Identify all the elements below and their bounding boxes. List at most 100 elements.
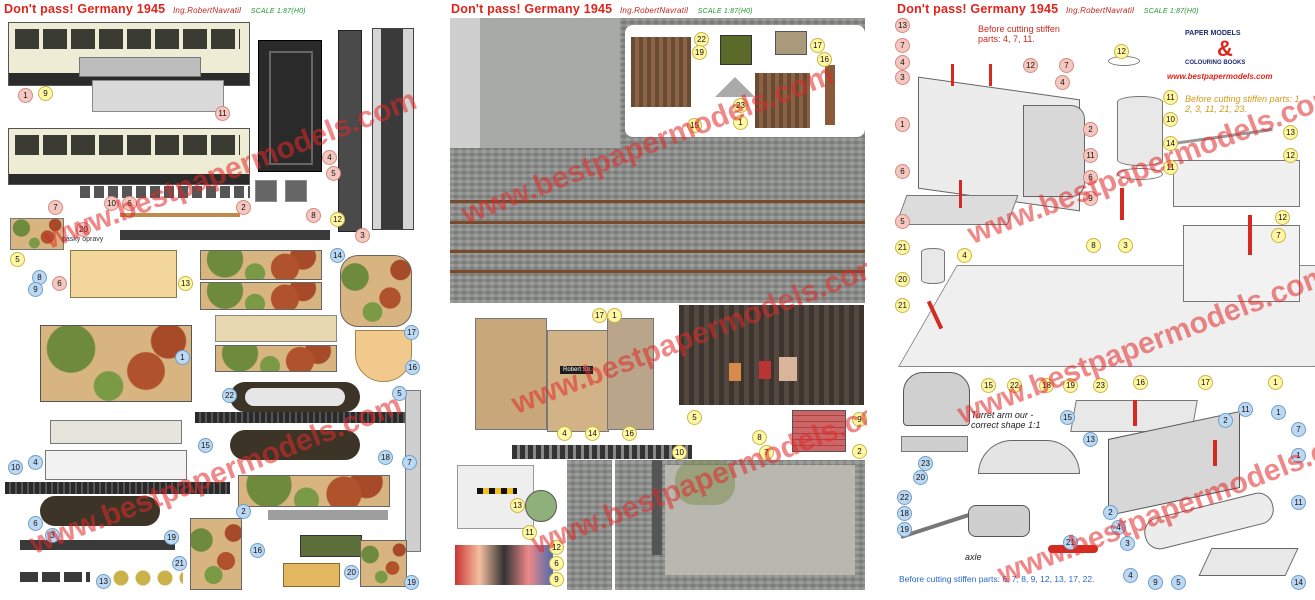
sheet-3-header: Don't pass! Germany 1945 Ing.RobertNavra…	[897, 2, 1199, 16]
logo-line-1: PAPER MODELS	[1185, 30, 1241, 37]
tank-stowage-camo	[360, 540, 407, 587]
part-number: 18	[378, 450, 393, 465]
tank-glacis	[45, 450, 187, 480]
track-bits-bottom	[20, 572, 90, 582]
part-number: 5	[687, 410, 702, 425]
part-number: 4	[28, 455, 43, 470]
part-number: 5	[1171, 575, 1186, 590]
part-number: 2	[236, 504, 251, 519]
part-number: 16	[817, 52, 832, 67]
lamp-pole	[652, 460, 662, 555]
part-number: 2	[852, 444, 867, 459]
part-number: 1	[895, 117, 910, 132]
part-number: 5	[326, 166, 341, 181]
assembly-arrow	[989, 64, 992, 86]
cylinder-body	[1117, 96, 1163, 166]
tram-side-upper	[8, 22, 250, 86]
part-number: 11	[1291, 495, 1306, 510]
part-number: 19	[692, 45, 707, 60]
part-number: 11	[522, 525, 537, 540]
assembly-arrow	[1213, 440, 1217, 466]
part-number: 11	[1163, 90, 1178, 105]
part-number: 16	[1133, 375, 1148, 390]
part-number: 19	[404, 575, 419, 590]
part-number: 12	[1114, 44, 1129, 59]
part-number: 7	[48, 200, 63, 215]
part-number: 22	[222, 388, 237, 403]
plank-panel	[755, 73, 810, 128]
road-wheel-row	[113, 570, 183, 586]
sheet-3-title: Don't pass! Germany 1945	[897, 2, 1059, 16]
track-wheels-2	[40, 496, 160, 526]
turret-base-disc	[355, 330, 412, 382]
tram-small-parts	[80, 186, 250, 198]
part-number: 16	[622, 426, 637, 441]
tram-roof-grey-panel	[92, 80, 224, 112]
sheet-2-street-and-buildings: Don't pass! Germany 1945 Ing.RobertNavra…	[447, 0, 867, 600]
camo-repair-strips	[10, 218, 64, 250]
tram-bogie-part-b	[285, 180, 307, 202]
part-number: 1	[1271, 405, 1286, 420]
part-number: 4	[1111, 520, 1126, 535]
tank-side-camo-2	[200, 282, 322, 310]
tank-turret-arm-flat	[901, 436, 968, 452]
part-number: 12	[1023, 58, 1038, 73]
track-strip-upper	[120, 230, 330, 240]
tank-side-camo-3	[215, 345, 337, 372]
wooden-fence-wall	[679, 305, 864, 405]
sheet-3-scale: SCALE 1:87(H0)	[1143, 8, 1199, 15]
part-number: 14	[585, 426, 600, 441]
part-number: 18	[897, 506, 912, 521]
part-number: 1	[1291, 448, 1306, 463]
tram-rail-2	[450, 221, 865, 224]
part-number: 2	[1083, 122, 1098, 137]
part-number: 4	[1123, 568, 1138, 583]
part-number: 22	[897, 490, 912, 505]
part-number: 9	[28, 282, 43, 297]
assembly-arrow	[1120, 188, 1124, 220]
part-number: 3	[1118, 238, 1133, 253]
part-number: 15	[687, 118, 702, 133]
track-segment	[512, 445, 692, 459]
tram-pantograph-strip	[372, 28, 414, 230]
part-number: 3	[45, 528, 60, 543]
track-run-1	[230, 382, 360, 412]
part-number: 9	[1148, 575, 1163, 590]
part-number: 21	[1063, 535, 1078, 550]
part-number: 21	[895, 240, 910, 255]
part-number: 13	[510, 498, 525, 513]
green-box	[720, 35, 752, 65]
sheet-2-header: Don't pass! Germany 1945 Ing.RobertNavra…	[451, 2, 753, 16]
part-number: 2	[1218, 413, 1233, 428]
track-strip-bottom	[20, 540, 175, 550]
part-number: 13	[178, 276, 193, 291]
crate-panel	[631, 37, 691, 107]
part-number: 17	[810, 38, 825, 53]
sheet-1-title: Don't pass! Germany 1945	[4, 2, 166, 16]
poster-strip	[455, 545, 553, 585]
part-number: 18	[1039, 378, 1054, 393]
part-number: 15	[198, 438, 213, 453]
part-number: 9	[38, 86, 53, 101]
part-number: 23	[1093, 378, 1108, 393]
sheet-2-scale: SCALE 1:87(H0)	[697, 8, 753, 15]
booth-unfold	[457, 465, 534, 529]
sheet-1-scale: SCALE 1:87(H0)	[250, 8, 306, 15]
part-number: 4	[557, 426, 572, 441]
part-number: 21	[172, 556, 187, 571]
robert-sign: Robert Str	[560, 366, 594, 374]
part-number: 3	[895, 70, 910, 85]
tram-end-cap	[1023, 105, 1085, 197]
part-number: 13	[1283, 125, 1298, 140]
part-number: 13	[1083, 432, 1098, 447]
part-number: 15	[981, 378, 996, 393]
tank-turret-small	[968, 505, 1030, 537]
tram-floor-frame	[258, 40, 322, 172]
part-number: 13	[895, 18, 910, 33]
tank-track-right	[1198, 548, 1299, 576]
tank-engine-deck	[215, 315, 337, 342]
part-number: 20	[895, 272, 910, 287]
part-number: 1	[1268, 375, 1283, 390]
part-number: 7	[1291, 422, 1306, 437]
part-number: 20	[344, 565, 359, 580]
